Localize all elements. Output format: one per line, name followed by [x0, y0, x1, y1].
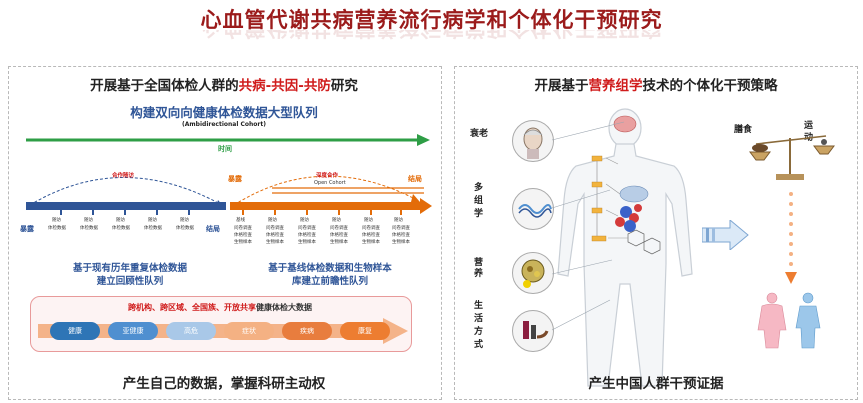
prosp-detail: 问卷调查体格检查生物样本 — [392, 226, 410, 245]
prosp-arc-label: 深度合作 — [316, 173, 339, 179]
prosp-detail: 问卷调查体格检查生物样本 — [266, 226, 284, 245]
prosp-arc — [233, 175, 418, 206]
prosp-tick-label: 基线 — [236, 218, 245, 223]
prosp-tick-label: 随访 — [268, 218, 277, 223]
banner-title: 跨机构、跨区域、全国族、开放共享健康体检大数据 — [128, 303, 312, 312]
retro-description: 基于现有历年重复体检数据建立回顾性队列 — [72, 263, 187, 287]
retro-bar — [26, 202, 226, 210]
retro-tick-label: 随访 — [148, 218, 157, 223]
aging-image — [512, 120, 554, 162]
retro-arc-label: 合作随访 — [112, 173, 135, 179]
prosp-detail: 问卷调查体格检查生物样本 — [234, 226, 252, 245]
stage-high-risk: 高危 — [166, 322, 216, 340]
outcome-label: 结局 — [206, 225, 220, 233]
ambidirectional-label: (Ambidirectional Cohort) — [182, 121, 266, 128]
prosp-ticks — [242, 210, 402, 215]
nutrition-image — [512, 252, 554, 294]
retro-tick-label: 随访 — [84, 218, 93, 223]
balance-scale-icon — [749, 135, 835, 180]
body-figures-icon — [757, 292, 821, 349]
time-label: 时间 — [218, 145, 232, 153]
stage-disease: 疾病 — [282, 322, 332, 340]
outcome2-label: 结局 — [408, 175, 422, 183]
cohort-timeline-diagram — [26, 134, 432, 215]
retro-tick-label: 随访 — [180, 218, 189, 223]
multiomics-image — [512, 188, 554, 230]
connector-lines — [551, 121, 625, 331]
dotted-arrow-down — [785, 192, 797, 284]
retro-tick-label: 随访 — [52, 218, 61, 223]
prosp-tick-label: 随访 — [394, 218, 403, 223]
prosp-tick-label: 随访 — [364, 218, 373, 223]
retro-tick-label: 随访 — [116, 218, 125, 223]
lifestyle-label: 生活方式 — [474, 301, 484, 350]
stage-recovery: 康复 — [340, 322, 390, 340]
nutrition-label: 营养 — [474, 258, 484, 279]
prosp-tick-label: 随访 — [300, 218, 309, 223]
title-reflection: 心血管代谢共病营养流行病学和个体化干预研究 — [0, 30, 863, 44]
right-heading: 开展基于营养组学技术的个体化干预策略 — [534, 78, 778, 94]
protein-icon — [615, 204, 642, 232]
stage-subhealthy: 亚健康 — [108, 322, 158, 340]
main-title: 心血管代谢共病营养流行病学和个体化干预研究 — [200, 8, 663, 32]
prosp-arc-head — [411, 194, 420, 202]
stage-healthy: 健康 — [50, 322, 100, 340]
lifestyle-image — [512, 310, 554, 352]
retro-tick-detail: 体检数据 — [176, 226, 194, 231]
retro-tick-detail: 体检数据 — [80, 226, 98, 231]
stage-symptom: 症状 — [224, 322, 274, 340]
retro-tick-detail: 体检数据 — [112, 226, 130, 231]
diet-label: 膳食 — [734, 125, 753, 135]
time-arrow-head — [417, 134, 430, 146]
human-body-diagram — [557, 108, 693, 387]
exposure2-label: 暴露 — [228, 175, 242, 183]
cohort-subtitle: 构建双向向健康体检数据大型队列 — [130, 105, 318, 120]
left-footer: 产生自己的数据，掌握科研主动权 — [122, 376, 326, 392]
open-cohort-label: Open Cohort — [314, 180, 346, 186]
aging-label: 衰老 — [470, 129, 489, 139]
retro-tick-detail: 体检数据 — [48, 226, 66, 231]
prosp-bar — [230, 202, 420, 210]
retro-ticks — [60, 210, 190, 215]
chemical-structure-icon — [627, 229, 661, 255]
retro-tick-detail: 体检数据 — [144, 226, 162, 231]
prosp-tick-label: 随访 — [332, 218, 341, 223]
prosp-detail: 问卷调查体格检查生物样本 — [298, 226, 316, 245]
right-arrow-icon — [702, 220, 749, 250]
prosp-description: 基于基线体检数据和生物样本库建立前瞻性队列 — [268, 263, 392, 287]
exposure-label: 暴露 — [20, 225, 34, 233]
retro-arc — [29, 177, 223, 206]
prosp-detail: 问卷调查体格检查生物样本 — [330, 226, 348, 245]
prosp-bar-head — [420, 198, 432, 214]
right-footer: 产生中国人群干预证据 — [588, 376, 724, 392]
left-heading: 开展基于全国体检人群的共病-共因-共防研究 — [90, 78, 358, 94]
prosp-detail: 问卷调查体格检查生物样本 — [362, 226, 380, 245]
brain-icon — [613, 115, 637, 133]
multiomics-label: 多组学 — [474, 183, 484, 219]
